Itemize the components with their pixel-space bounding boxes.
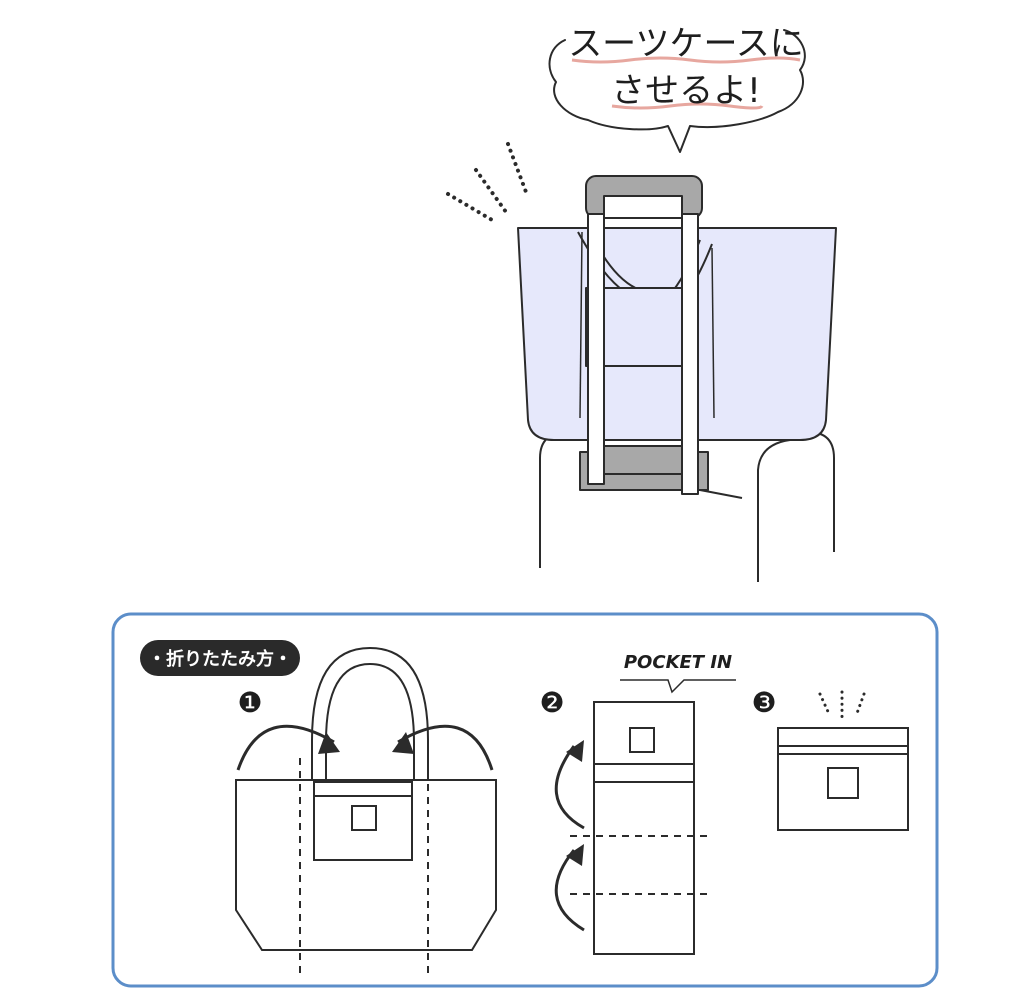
step-2-arrowhead-upper	[566, 740, 584, 762]
step-2-number: ❷	[539, 686, 564, 719]
bag-fold-line	[579, 231, 583, 419]
step-1-arrow-left	[236, 724, 335, 771]
step-1-arrowhead-left	[318, 732, 340, 754]
bag-fold-line	[711, 247, 715, 419]
step-2: ❷ POCKET IN	[539, 652, 736, 955]
step-3-folded-pouch	[777, 727, 909, 831]
suitcase-illustration	[517, 175, 837, 582]
step-1-arrow-right	[397, 724, 494, 771]
handle-base-inner	[603, 445, 683, 475]
step-1-handle-outer	[311, 646, 429, 786]
step-1-handle-inner	[325, 662, 415, 786]
step-2-arrowhead-lower	[566, 844, 584, 866]
step-2-arrow-upper	[554, 745, 585, 830]
handle-pole-left	[587, 213, 605, 485]
step-1-number: ❶	[237, 686, 262, 719]
step-3-sparkle-dots	[818, 690, 866, 720]
speech-bubble: スーツケースに させるよ!	[548, 24, 806, 153]
motion-dots-line	[474, 168, 508, 214]
bubble-text-line1: スーツケースに	[568, 24, 804, 64]
pocket-in-label: POCKET IN	[624, 652, 732, 673]
suitcase-detail-line	[699, 489, 743, 499]
step-3-pocket-square	[827, 767, 859, 799]
handle-pole-right	[681, 213, 699, 495]
motion-dots-line	[446, 192, 494, 222]
badge-label: ・折りたたみ方・	[148, 648, 292, 670]
text-underline-2	[611, 102, 764, 110]
step-1-arrowhead-right	[392, 732, 414, 754]
step-1-pocket-square	[351, 805, 377, 831]
text-underline-1	[571, 56, 801, 64]
step-1-pocket	[313, 781, 413, 861]
bubble-text-line2: させるよ!	[611, 71, 761, 111]
step-3: ❸	[751, 686, 909, 831]
step-2-pocket	[593, 701, 695, 783]
step-2-pocket-square	[629, 727, 655, 753]
handle-grip-gap	[603, 195, 683, 219]
step-1: ❶	[235, 646, 497, 978]
motion-dots	[446, 142, 528, 222]
step-2-arrow-lower	[554, 849, 585, 932]
pocket-in-callout-line	[620, 679, 736, 694]
badge-background	[140, 640, 300, 676]
step-3-number: ❸	[751, 686, 776, 719]
sparkle-line	[854, 692, 866, 718]
motion-dots-line	[506, 142, 528, 194]
instruction-badge: ・折りたたみ方・	[140, 640, 300, 676]
suitcase-side-edge	[757, 439, 791, 582]
sparkle-line	[818, 692, 832, 718]
